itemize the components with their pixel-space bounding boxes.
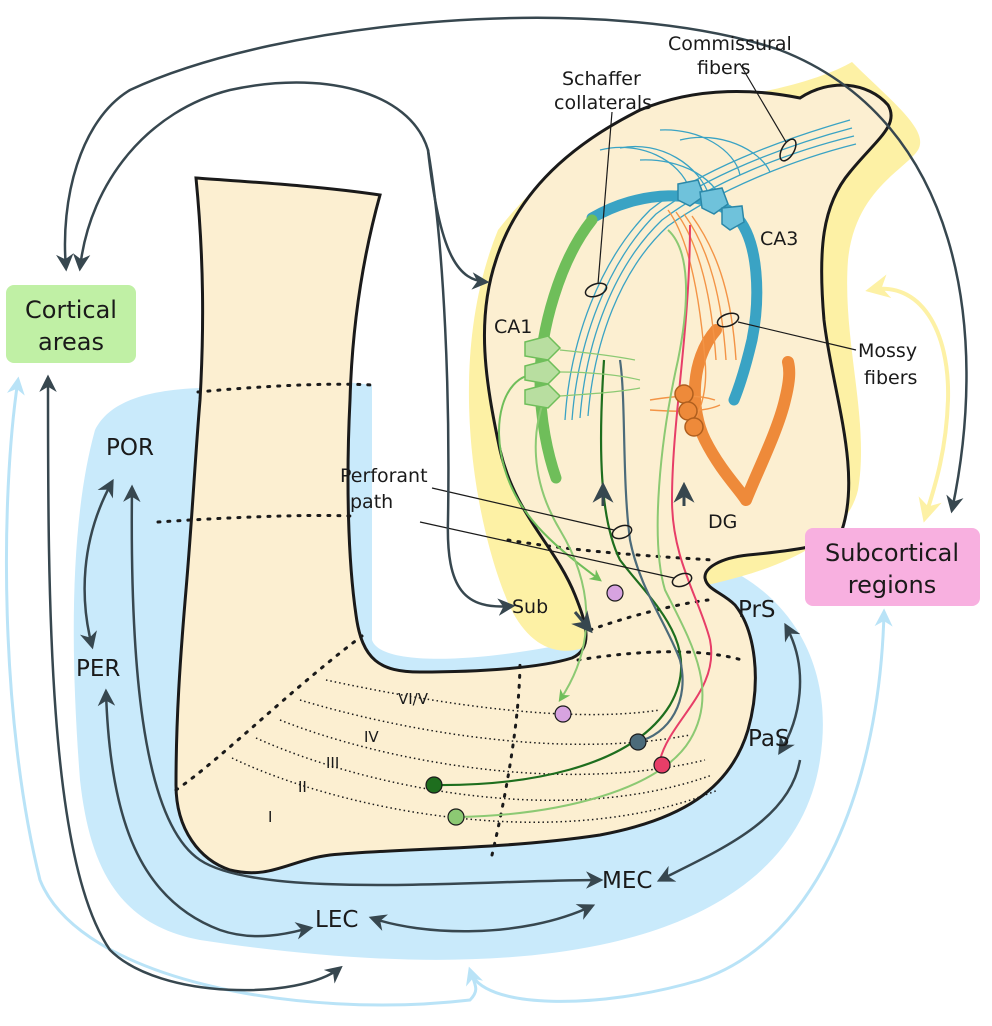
label-mec: MEC	[602, 868, 652, 894]
ec-layer-ii-cell-pink	[654, 757, 670, 773]
cortical-label-line2: areas	[38, 328, 104, 356]
label-ca1: CA1	[494, 316, 532, 338]
label-layer-i: I	[268, 808, 272, 826]
label-perforant-line1: Perforant	[340, 465, 428, 487]
label-layer-ii: II	[298, 778, 307, 796]
sub-cell-violet	[607, 585, 623, 601]
label-ca3: CA3	[760, 228, 798, 250]
ca1-neurons	[525, 336, 560, 408]
ec-layer-iii-cell-slate	[630, 734, 646, 750]
label-schaffer-line1: Schaffer	[562, 68, 641, 90]
label-schaffer-line2: collaterals	[554, 92, 652, 114]
label-sub: Sub	[512, 596, 548, 618]
label-layer-iii: III	[326, 754, 339, 772]
cortical-areas-box: Cortical areas	[6, 285, 136, 363]
ec-layer-ii-cell-lightgreen	[448, 809, 464, 825]
label-dg: DG	[708, 511, 737, 533]
label-perforant-line2: path	[350, 491, 393, 513]
label-mossy-line2: fibers	[864, 367, 917, 389]
subcortical-label-line1: Subcortical	[825, 539, 959, 567]
label-prs: PrS	[738, 597, 776, 623]
subcortical-regions-box: Subcortical regions	[805, 528, 980, 606]
ec-layer-ii-cell-darkgreen	[426, 777, 442, 793]
ec-layer-vi-v-cell-violet	[555, 706, 571, 722]
label-mossy-line1: Mossy	[858, 340, 917, 362]
label-pas: PaS	[748, 726, 790, 752]
label-layer-iv: IV	[364, 728, 379, 746]
label-por: POR	[106, 435, 154, 461]
label-layer-vi-v: VI/V	[398, 690, 429, 708]
cortical-label-line1: Cortical	[25, 296, 117, 324]
label-per: PER	[76, 656, 120, 682]
label-commissural-line1: Commissural	[668, 33, 792, 55]
label-lec: LEC	[315, 907, 358, 933]
label-commissural-line2: fibers	[697, 57, 750, 79]
subcortical-label-line2: regions	[848, 571, 936, 599]
arrow-yellow-subcortical	[870, 289, 948, 518]
